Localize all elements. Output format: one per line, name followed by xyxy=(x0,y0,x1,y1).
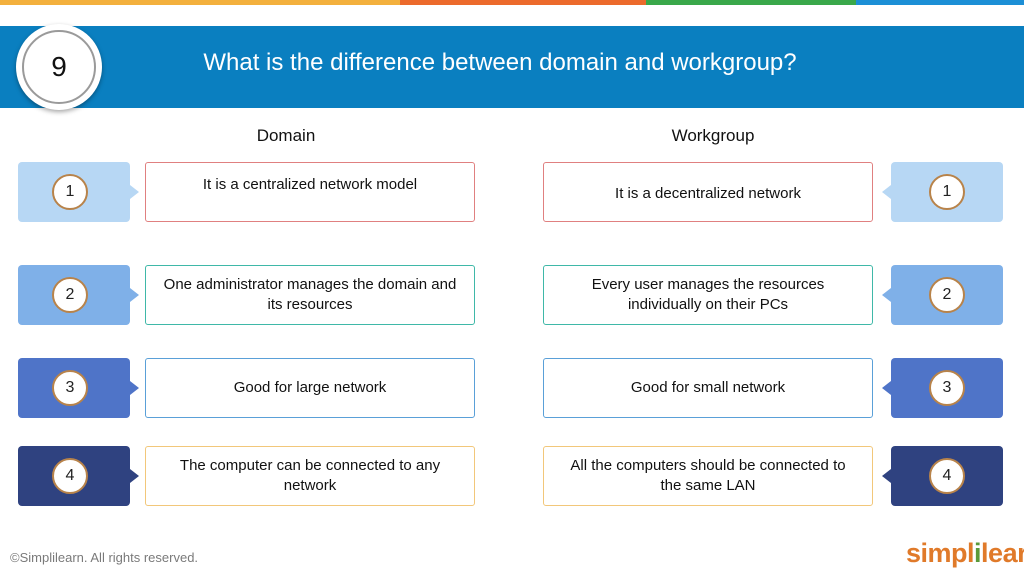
slide-title: What is the difference between domain an… xyxy=(203,49,797,76)
strip-orange xyxy=(400,0,646,5)
workgroup-heading: Workgroup xyxy=(671,126,755,145)
arrow-left-icon xyxy=(882,381,891,395)
workgroup-row-4-text: All the computers should be connected to… xyxy=(570,457,846,494)
workgroup-row-2-text: Every user manages the resources individ… xyxy=(591,276,825,313)
strip-blue xyxy=(856,0,1024,5)
domain-row-3-tab: 3 xyxy=(18,358,130,418)
arrow-right-icon xyxy=(130,381,139,395)
arrow-left-icon xyxy=(882,469,891,483)
arrow-right-icon xyxy=(130,288,139,302)
workgroup-row-1-card: It is a decentralized network xyxy=(543,162,873,222)
domain-row-1-text: It is a centralized network model xyxy=(202,176,418,193)
logo-part-1: simpl xyxy=(906,538,975,568)
domain-row-4-number: 4 xyxy=(52,458,88,494)
domain-row-4-tab: 4 xyxy=(18,446,130,506)
simplilearn-logo: simplilearn xyxy=(906,538,1024,569)
domain-row-4-card: The computer can be connected to any net… xyxy=(145,446,475,506)
workgroup-row-1-number: 1 xyxy=(929,174,965,210)
workgroup-row-3-tab: 3 xyxy=(891,358,1003,418)
workgroup-row-3-text: Good for small network xyxy=(630,379,786,396)
title-bar xyxy=(0,26,1024,108)
domain-row-3-text: Good for large network xyxy=(233,379,387,396)
workgroup-row-1-text: It is a decentralized network xyxy=(615,185,801,202)
logo-separator: i xyxy=(974,538,982,568)
copyright-text: ©Simplilearn. All rights reserved. xyxy=(10,550,199,565)
domain-row-2-tab: 2 xyxy=(18,265,130,325)
domain-row-1-tab: 1 xyxy=(18,162,130,222)
workgroup-row-4-number: 4 xyxy=(929,458,965,494)
top-color-strip xyxy=(0,0,1024,5)
domain-row-4-text: The computer can be connected to any net… xyxy=(179,457,441,494)
slide-number-badge: 9 xyxy=(16,24,102,110)
domain-heading: Domain xyxy=(256,126,316,145)
workgroup-row-3-card: Good for small network xyxy=(543,358,873,418)
workgroup-row-2-tab: 2 xyxy=(891,265,1003,325)
domain-row-3-card: Good for large network xyxy=(145,358,475,418)
domain-row-1-card: It is a centralized network model xyxy=(145,162,475,222)
arrow-left-icon xyxy=(882,185,891,199)
domain-row-3-number: 3 xyxy=(52,370,88,406)
strip-yellow xyxy=(0,0,400,5)
workgroup-row-3-number: 3 xyxy=(929,370,965,406)
workgroup-row-1-tab: 1 xyxy=(891,162,1003,222)
arrow-right-icon xyxy=(130,469,139,483)
slide-number: 9 xyxy=(22,30,96,104)
logo-part-2: learn xyxy=(981,538,1024,568)
domain-row-1-number: 1 xyxy=(52,174,88,210)
domain-row-2-card: One administrator manages the domain and… xyxy=(145,265,475,325)
workgroup-row-4-card: All the computers should be connected to… xyxy=(543,446,873,506)
strip-green xyxy=(646,0,856,5)
workgroup-row-4-tab: 4 xyxy=(891,446,1003,506)
workgroup-row-2-number: 2 xyxy=(929,277,965,313)
arrow-left-icon xyxy=(882,288,891,302)
arrow-right-icon xyxy=(130,185,139,199)
workgroup-row-2-card: Every user manages the resources individ… xyxy=(543,265,873,325)
domain-row-2-number: 2 xyxy=(52,277,88,313)
domain-row-2-text: One administrator manages the domain and… xyxy=(163,276,457,313)
